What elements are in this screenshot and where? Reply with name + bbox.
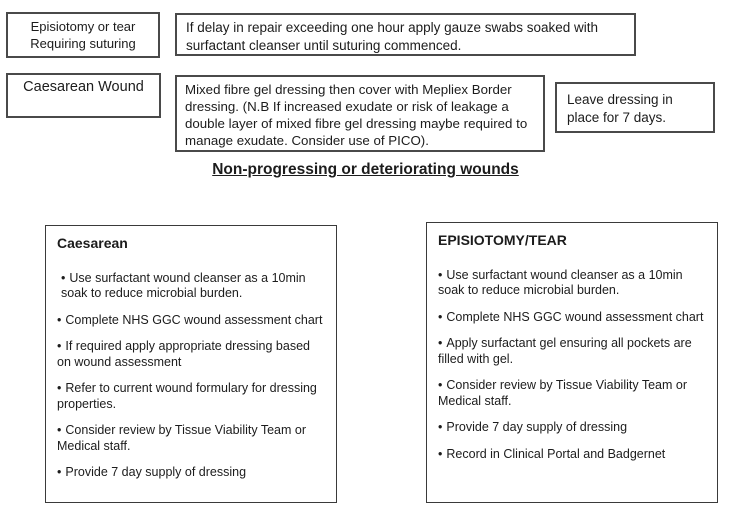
dressing-duration-note-box: Leave dressing in place for 7 days. [555,82,715,133]
list-item-text: Consider review by Tissue Viability Team… [438,378,688,408]
list-item-text: Consider review by Tissue Viability Team… [57,423,307,453]
list-item: •Refer to current wound formulary for dr… [57,381,325,412]
episiotomy-care-box-title: EPISIOTOMY/TEAR [438,232,567,248]
bullet-icon: • [438,267,443,282]
bullet-icon: • [438,378,443,392]
dressing-duration-note-text: Leave dressing in place for 7 days. [567,92,673,125]
episiotomy-delay-instruction-text: If delay in repair exceeding one hour ap… [186,20,599,53]
caesarean-dressing-instruction-box: Mixed fibre gel dressing then cover with… [175,75,545,152]
list-item: •Complete NHS GGC wound assessment chart [438,310,706,326]
list-item-text: Refer to current wound formulary for dre… [57,381,317,411]
caesarean-care-box-title: Caesarean [57,235,128,251]
list-item: •Use surfactant wound cleanser as a 10mi… [438,268,706,299]
list-item-text: Apply surfactant gel ensuring all pocket… [438,336,692,366]
list-item-text: Record in Clinical Portal and Badgernet [446,446,666,461]
episiotomy-label-line2: Requiring suturing [30,36,136,51]
caesarean-wound-label-box: Caesarean Wound [6,73,161,118]
bullet-icon: • [438,309,443,324]
list-item: •Provide 7 day supply of dressing [57,465,325,481]
bullet-icon: • [438,336,443,350]
list-item: •Record in Clinical Portal and Badgernet [438,447,706,463]
list-item: •Provide 7 day supply of dressing [438,420,706,436]
bullet-icon: • [57,423,62,437]
list-item: •Apply surfactant gel ensuring all pocke… [438,336,706,367]
episiotomy-delay-instruction-box: If delay in repair exceeding one hour ap… [175,13,636,56]
caesarean-wound-label-text: Caesarean Wound [23,79,144,95]
episiotomy-suturing-label-box: Episiotomy or tear Requiring suturing [6,12,160,58]
list-item-text: Use surfactant wound cleanser as a 10min… [438,267,683,298]
list-item-text: If required apply appropriate dressing b… [57,339,310,369]
list-item: •Consider review by Tissue Viability Tea… [57,423,325,454]
bullet-icon: • [438,420,443,434]
caesarean-care-box: Caesarean •Use surfactant wound cleanser… [45,225,337,503]
list-item-text: Provide 7 day supply of dressing [65,465,247,479]
list-item: •Consider review by Tissue Viability Tea… [438,378,706,409]
list-item: •If required apply appropriate dressing … [57,339,325,370]
bullet-icon: • [57,339,62,353]
section-heading: Non-progressing or deteriorating wounds [212,161,519,178]
bullet-icon: • [57,465,62,479]
episiotomy-label-line1: Episiotomy or tear [30,19,136,34]
bullet-icon: • [61,270,66,285]
list-item-text: Provide 7 day supply of dressing [446,420,628,434]
bullet-icon: • [57,312,62,327]
list-item-text: Use surfactant wound cleanser as a 10min… [61,270,306,301]
list-item: •Complete NHS GGC wound assessment chart [57,313,325,329]
list-item-text: Complete NHS GGC wound assessment chart [446,309,704,324]
episiotomy-care-box: EPISIOTOMY/TEAR •Use surfactant wound cl… [426,222,718,503]
caesarean-dressing-instruction-text: Mixed fibre gel dressing then cover with… [185,82,528,148]
bullet-icon: • [438,446,443,461]
list-item-text: Complete NHS GGC wound assessment chart [65,312,323,327]
list-item: •Use surfactant wound cleanser as a 10mi… [57,271,325,302]
bullet-icon: • [57,381,62,395]
